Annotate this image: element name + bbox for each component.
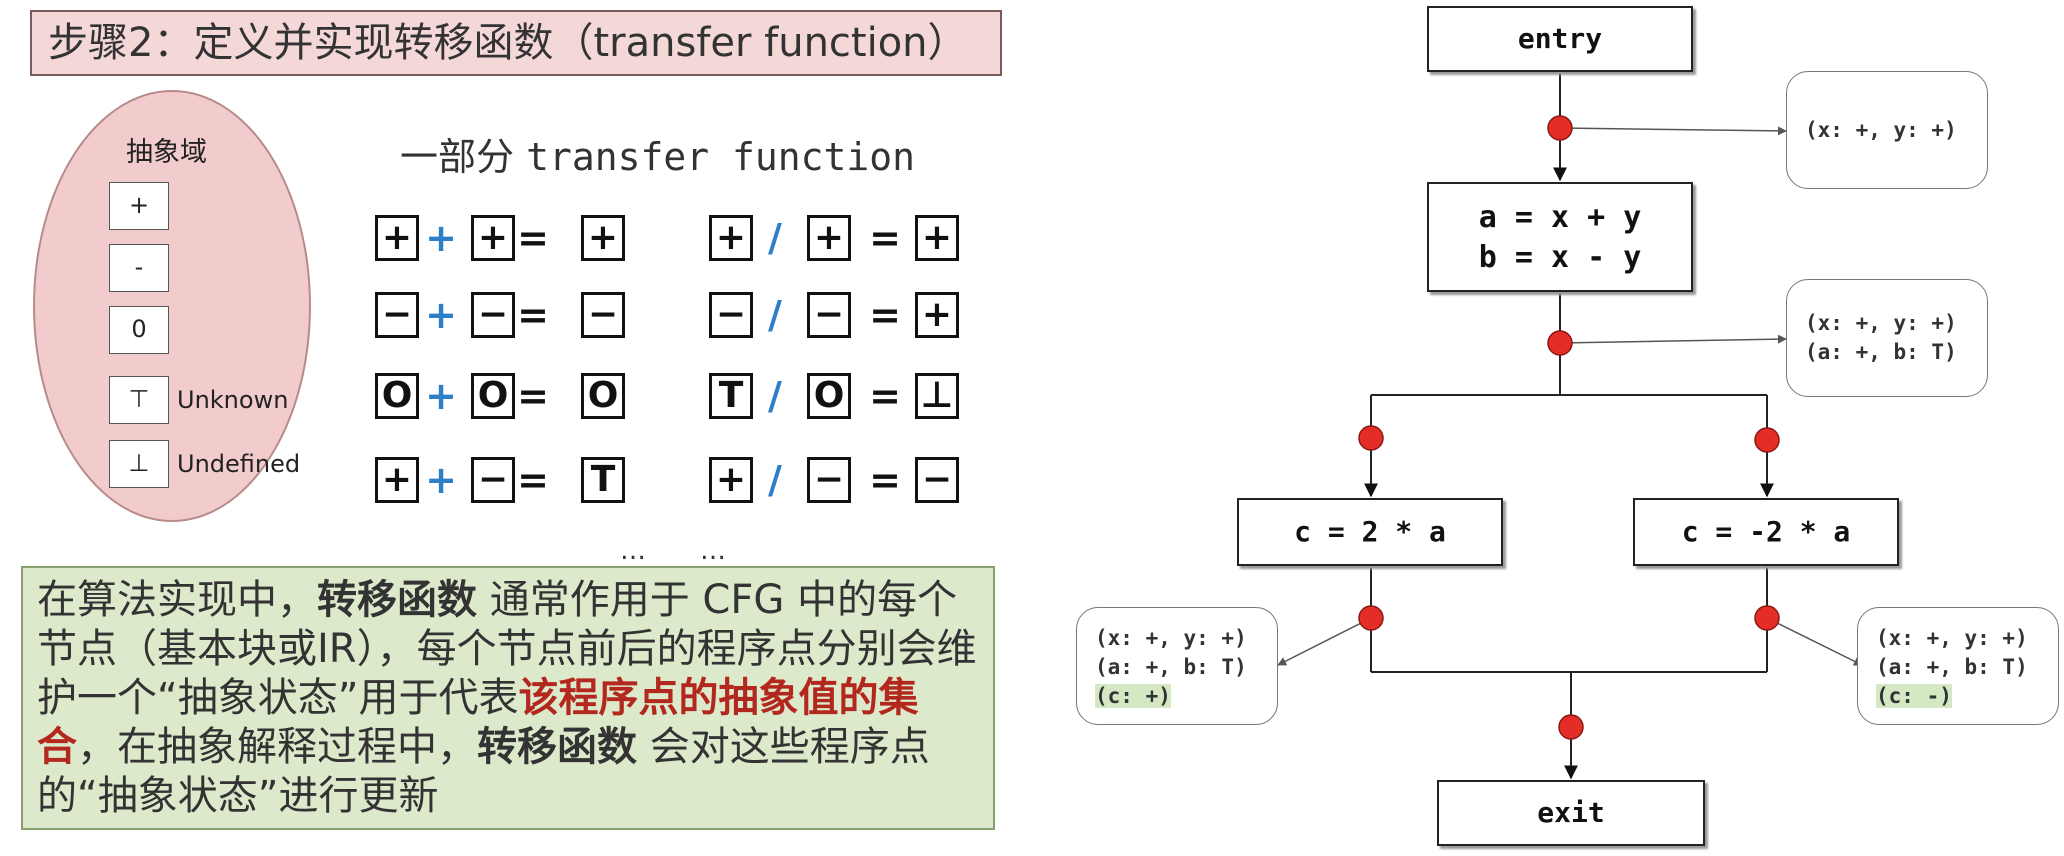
annot-line: (x: +, y: +)	[1876, 626, 2028, 650]
note-text: 在算法实现中，	[37, 577, 317, 623]
cfg-node-right: c = -2 * a	[1633, 498, 1899, 566]
annot-line: (x: +, y: +)	[1805, 311, 1957, 335]
annot-line: (a: +, b: T)	[1095, 655, 1247, 679]
eq-operand: O	[807, 373, 851, 419]
annot-line: (x: +, y: +)	[1095, 626, 1247, 650]
domain-item-zero: 0	[109, 306, 169, 354]
eq-result: T	[581, 457, 625, 503]
eq-operand: O	[471, 373, 515, 419]
ellipsis-right: …	[700, 536, 726, 566]
eq-operator: +	[425, 458, 457, 502]
slide-title: 步骤2：定义并实现转移函数（transfer function）	[30, 10, 1002, 76]
ellipsis-left: …	[620, 536, 646, 566]
program-point	[1754, 427, 1780, 453]
eq-result: +	[915, 292, 959, 338]
connector-annot2	[1559, 334, 1787, 344]
eq-equals: =	[517, 216, 549, 260]
eq-equals: =	[517, 374, 549, 418]
block1-line1: a = x + y	[1478, 200, 1642, 235]
connector-annot-left	[1277, 617, 1372, 666]
eq-operand: −	[807, 292, 851, 338]
annot-highlight: (c: -)	[1876, 684, 1952, 708]
eq-operand: −	[471, 292, 515, 338]
connector-annot-right	[1766, 617, 1863, 666]
eq-operand: −	[375, 292, 419, 338]
annotation-after-left-block: (x: +, y: +) (a: +, b: T) (c: +)	[1076, 607, 1278, 725]
domain-label-unknown: Unknown	[177, 386, 289, 414]
eq-operator: /	[768, 458, 782, 502]
annot-line: (a: +, b: T)	[1805, 340, 1957, 364]
note-bold-term: 转移函数	[477, 724, 637, 770]
cfg-node-block1: a = x + y b = x - y	[1427, 182, 1693, 292]
eq-equals: =	[517, 458, 549, 502]
explanation-note: 在算法实现中，转移函数 通常作用于 CFG 中的每个节点（基本块或IR），每个节…	[21, 566, 995, 830]
domain-item-plus: +	[109, 182, 169, 230]
cfg-node-entry: entry	[1427, 6, 1693, 72]
program-point	[1358, 425, 1384, 451]
eq-result: O	[581, 373, 625, 419]
domain-item-minus: -	[109, 244, 169, 292]
eq-operand: −	[807, 457, 851, 503]
note-bold-term: 转移函数	[317, 577, 477, 623]
eq-result: +	[581, 215, 625, 261]
program-point	[1547, 330, 1573, 356]
annot-line: (c: -)	[1876, 682, 2058, 711]
eq-equals: =	[869, 216, 901, 260]
eq-operand: +	[375, 457, 419, 503]
note-text: 会对这些程序点的“抽象状态”进行更新	[37, 724, 930, 819]
eq-operand: +	[471, 215, 515, 261]
eq-result: ⊥	[915, 373, 959, 419]
domain-label-undefined: Undefined	[177, 450, 301, 478]
annot-highlight: (c: +)	[1095, 684, 1171, 708]
cfg-node-left: c = 2 * a	[1237, 498, 1503, 566]
program-point	[1754, 605, 1780, 631]
program-point	[1358, 605, 1384, 631]
transfer-heading: 一部分 transfer function	[400, 126, 915, 181]
eq-operand: +	[709, 457, 753, 503]
note-highlight: 该程序点的抽象值的集合	[37, 675, 919, 770]
annotation-after-block1: (x: +, y: +) (a: +, b: T)	[1786, 279, 1988, 397]
eq-result: +	[915, 215, 959, 261]
abstract-domain-title: 抽象域	[126, 137, 207, 168]
abstract-domain-ellipse	[33, 90, 311, 522]
annotation-after-entry: (x: +, y: +)	[1786, 71, 1988, 189]
note-text: 通常作用于 CFG 中的每个节点（基本块或IR），每个节点前后的程序点分别会维护…	[37, 577, 977, 721]
eq-operand: +	[807, 215, 851, 261]
program-point	[1558, 714, 1584, 740]
transfer-heading-prefix: 一部分	[400, 135, 527, 179]
eq-result: −	[581, 292, 625, 338]
eq-operand: −	[471, 457, 515, 503]
eq-equals: =	[869, 374, 901, 418]
eq-equals: =	[869, 293, 901, 337]
eq-operator: /	[768, 293, 782, 337]
eq-operand: T	[709, 373, 753, 419]
eq-operator: +	[425, 216, 457, 260]
domain-item-top: ⊤	[109, 376, 169, 424]
eq-operator: +	[425, 293, 457, 337]
annotation-after-right-block: (x: +, y: +) (a: +, b: T) (c: -)	[1857, 607, 2059, 725]
eq-operator: /	[768, 374, 782, 418]
eq-operand: −	[709, 292, 753, 338]
domain-item-bottom: ⊥	[109, 440, 169, 488]
eq-operator: /	[768, 216, 782, 260]
eq-equals: =	[869, 458, 901, 502]
annot-line: (x: +, y: +)	[1805, 118, 1957, 142]
annot-line: (a: +, b: T)	[1876, 655, 2028, 679]
note-text: ，在抽象解释过程中，	[77, 724, 477, 770]
eq-equals: =	[517, 293, 549, 337]
eq-operand: +	[709, 215, 753, 261]
cfg-node-exit: exit	[1437, 780, 1705, 846]
transfer-heading-code: transfer function	[526, 135, 916, 179]
eq-operator: +	[425, 374, 457, 418]
eq-operand: +	[375, 215, 419, 261]
annot-line: (c: +)	[1095, 682, 1277, 711]
block1-line2: b = x - y	[1478, 240, 1642, 275]
eq-result: −	[915, 457, 959, 503]
program-point	[1547, 115, 1573, 141]
connector-annot1	[1559, 126, 1787, 136]
eq-operand: O	[375, 373, 419, 419]
